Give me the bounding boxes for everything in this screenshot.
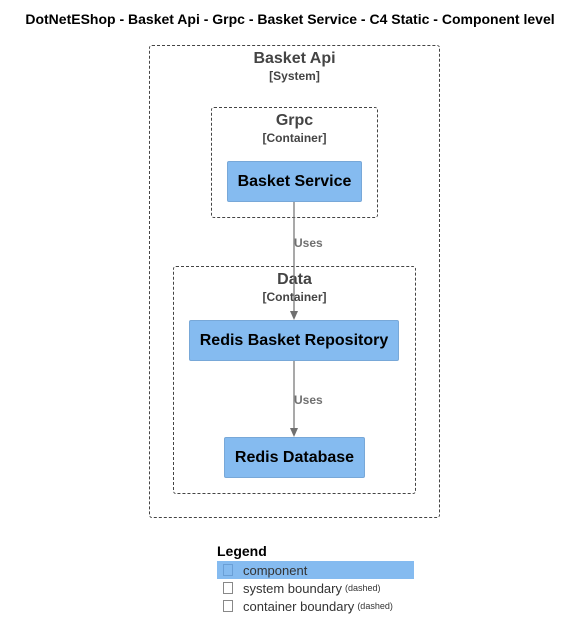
legend-item-component: component	[217, 561, 414, 579]
relation-label-2: Uses	[294, 393, 323, 407]
component-redis-basket-repository[interactable]: Redis Basket Repository	[189, 320, 399, 361]
container-name-grpc: Grpc	[275, 112, 314, 129]
legend: Legend component system boundary (dashed…	[217, 543, 417, 615]
system-name: Basket Api	[253, 50, 336, 67]
container-type-grpc: [Container]	[262, 131, 327, 145]
arrow-head-2	[290, 428, 298, 437]
legend-square-icon	[223, 582, 233, 594]
component-redis-database[interactable]: Redis Database	[224, 437, 365, 478]
system-boundary-basket-api: Basket Api [System]	[149, 45, 440, 518]
legend-title: Legend	[217, 543, 267, 559]
legend-item-system-boundary: system boundary (dashed)	[217, 579, 414, 597]
legend-item-container-boundary: container boundary (dashed)	[217, 597, 414, 615]
legend-square-icon	[223, 600, 233, 612]
relation-label-1: Uses	[294, 236, 323, 250]
diagram-title: DotNetEShop - Basket Api - Grpc - Basket…	[25, 11, 555, 27]
legend-square-icon	[223, 564, 233, 576]
arrow-head-1	[290, 311, 298, 320]
container-boundary-grpc: Grpc [Container]	[211, 107, 378, 218]
component-basket-service[interactable]: Basket Service	[227, 161, 362, 202]
system-type: [System]	[269, 69, 320, 83]
